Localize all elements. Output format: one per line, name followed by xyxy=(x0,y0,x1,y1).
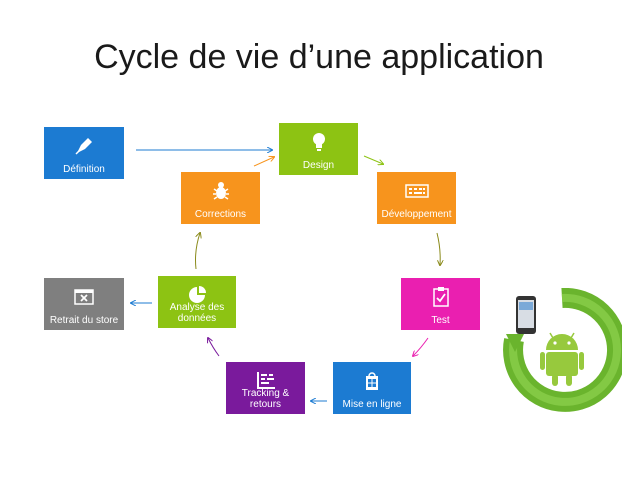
tile-mise: Mise en ligne xyxy=(333,362,411,414)
tile-corrections: Corrections xyxy=(181,172,260,224)
arrow-developpement-test xyxy=(436,232,440,265)
tile-label: Corrections xyxy=(194,209,247,220)
tile-label: Analyse des données xyxy=(169,302,225,324)
arrow-test-mise xyxy=(413,337,429,356)
tile-developpement: Développement xyxy=(377,172,456,224)
arrow-design-developpement xyxy=(363,155,383,164)
lightbulb-icon xyxy=(312,133,325,151)
android-robot-icon xyxy=(540,332,584,386)
pen-icon xyxy=(75,138,92,155)
bar-list-icon xyxy=(256,372,275,389)
remove-window-icon xyxy=(74,289,94,305)
tile-label: Définition xyxy=(63,164,105,175)
tile-test: Test xyxy=(401,278,480,330)
tile-label: Retrait du store xyxy=(49,315,119,326)
clipboard-check-icon xyxy=(432,287,449,307)
bug-icon xyxy=(212,182,229,200)
tile-label: Développement xyxy=(381,209,452,220)
phone-icon xyxy=(516,296,536,334)
arrow-analyse-corrections xyxy=(195,233,201,270)
tile-design: Design xyxy=(279,123,358,175)
arrow-tracking-analyse xyxy=(208,338,220,357)
ring-arrow-head xyxy=(506,334,524,352)
store-bag-icon xyxy=(366,372,378,390)
arrow-corrections-design xyxy=(253,157,274,167)
tile-label: Mise en ligne xyxy=(342,399,402,410)
tile-label: Tracking & retours xyxy=(241,388,290,410)
tile-label: Test xyxy=(431,315,450,326)
tile-label: Design xyxy=(302,160,335,171)
pie-chart-icon xyxy=(189,286,206,303)
cycle-ring-highlight xyxy=(509,293,622,406)
tile-definition: Définition xyxy=(44,127,124,179)
keyboard-icon xyxy=(404,184,429,198)
slide-title: Cycle de vie d’une application xyxy=(94,38,544,76)
tile-tracking: Tracking & retours xyxy=(226,362,305,414)
tile-retrait: Retrait du store xyxy=(44,278,124,330)
android-lifecycle-image xyxy=(502,288,622,414)
tile-analyse: Analyse des données xyxy=(158,276,236,328)
